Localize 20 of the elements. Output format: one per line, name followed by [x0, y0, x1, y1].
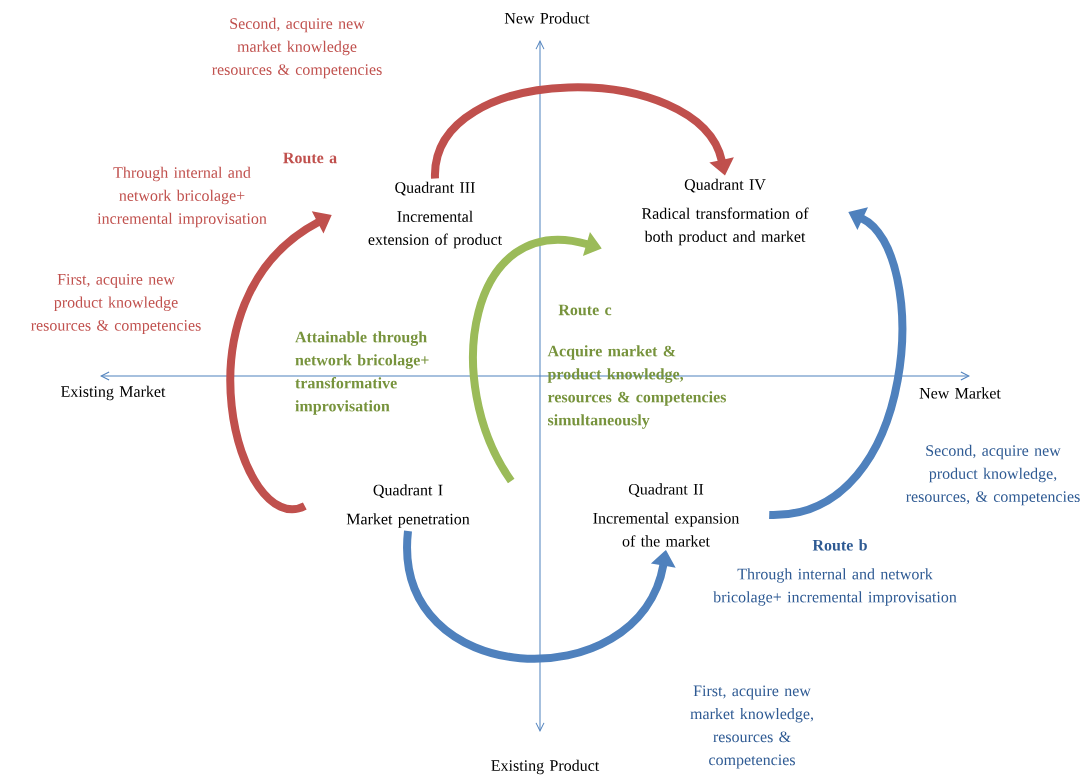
note-text: Existing Product — [491, 759, 600, 775]
quadrant-text: Quadrant II Incremental expansion of the market — [593, 483, 740, 547]
note-text: Route b — [812, 539, 867, 551]
note-text: First, acquire new product knowledge resources & competencies — [31, 274, 201, 334]
note-text: Existing Market — [61, 385, 166, 401]
note-text: First, acquire new market knowledge, resources & competencies — [690, 685, 813, 769]
note-text: Second, acquire new product knowledge, resources, & competencies — [906, 444, 1080, 506]
note-text: Second, acquire new market knowledge resources & competencies — [212, 17, 382, 79]
quadrant-text: Quadrant IV Radical transformation of both product and market — [641, 178, 809, 246]
note-text: Through internal and network bricolage+ incremental improvisation — [97, 166, 267, 228]
note-text: Through internal and network bricolage+ incremental improvisation — [713, 568, 957, 606]
quadrant-text: Quadrant I Market penetration — [346, 484, 470, 528]
note-text: Route c — [558, 304, 612, 316]
quadrant-text: Quadrant III Incremental extension of product — [368, 181, 502, 249]
curved-arrow — [431, 83, 734, 180]
note-text: New Product — [504, 12, 590, 24]
note-text: Attainable through network bricolage+ transformative improvisation — [295, 331, 429, 415]
note-text: Acquire market & product knowledge, resources & competencies simultaneously — [547, 345, 726, 429]
note-text: New Market — [919, 387, 1001, 399]
note-text: Route a — [283, 152, 337, 164]
